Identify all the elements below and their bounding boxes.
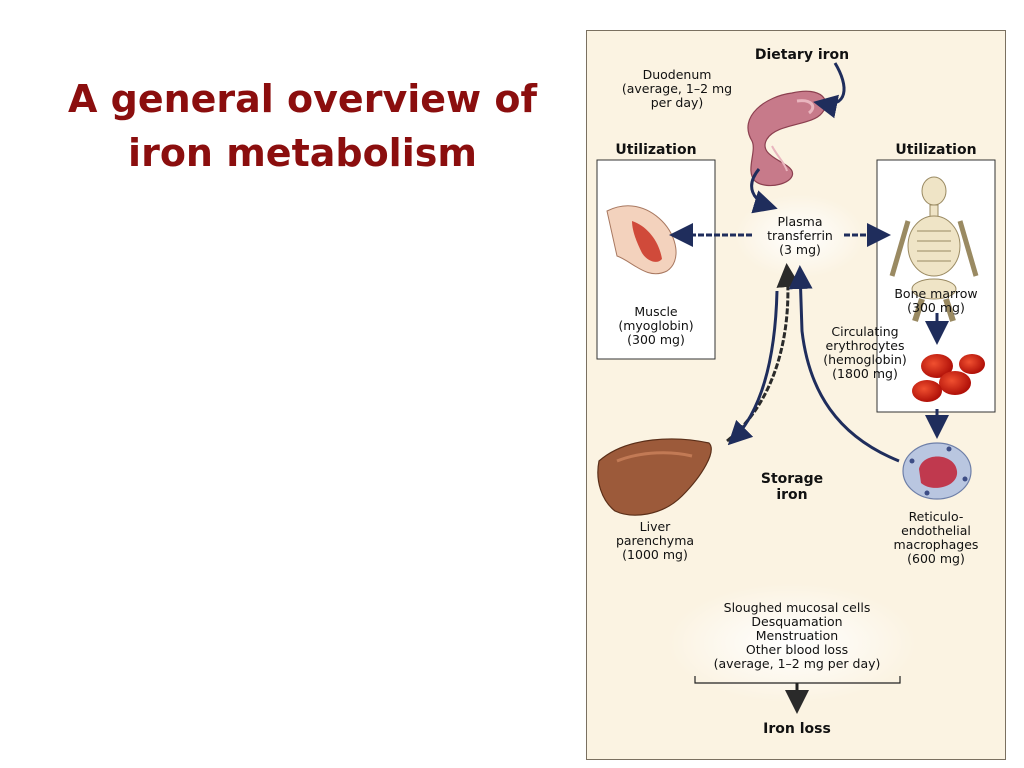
slide-title: A general overview of iron metabolism [30, 72, 575, 180]
dietary-iron-label: Dietary iron [754, 47, 850, 63]
dietary-to-duodenum-arrow [813, 62, 846, 119]
muscle-label: Muscle(myoglobin)(300 mg) [618, 304, 694, 347]
slide-title-line-1: A general overview of [67, 77, 537, 121]
utilization-right-label: Utilization [895, 142, 977, 158]
duodenum-illustration [747, 90, 827, 186]
duodenum-to-plasma-arrow [750, 168, 778, 214]
macrophages-to-plasma-arrow [788, 265, 900, 463]
muscle-illustration [606, 205, 677, 275]
bone-marrow-label: Bone marrow(300 mg) [894, 286, 978, 315]
plasma-to-liver-arrow [727, 290, 779, 446]
red-blood-cells-illustration [912, 354, 985, 402]
skeleton-illustration [889, 176, 979, 322]
iron-loss-label: Iron loss [763, 721, 831, 737]
slide-title-line-2: iron metabolism [128, 131, 477, 175]
liver-illustration [597, 438, 712, 516]
liver-to-plasma-arrow [726, 263, 801, 443]
utilization-left-label: Utilization [615, 142, 697, 158]
figure-artwork [596, 62, 996, 714]
macrophage-illustration [902, 442, 972, 500]
